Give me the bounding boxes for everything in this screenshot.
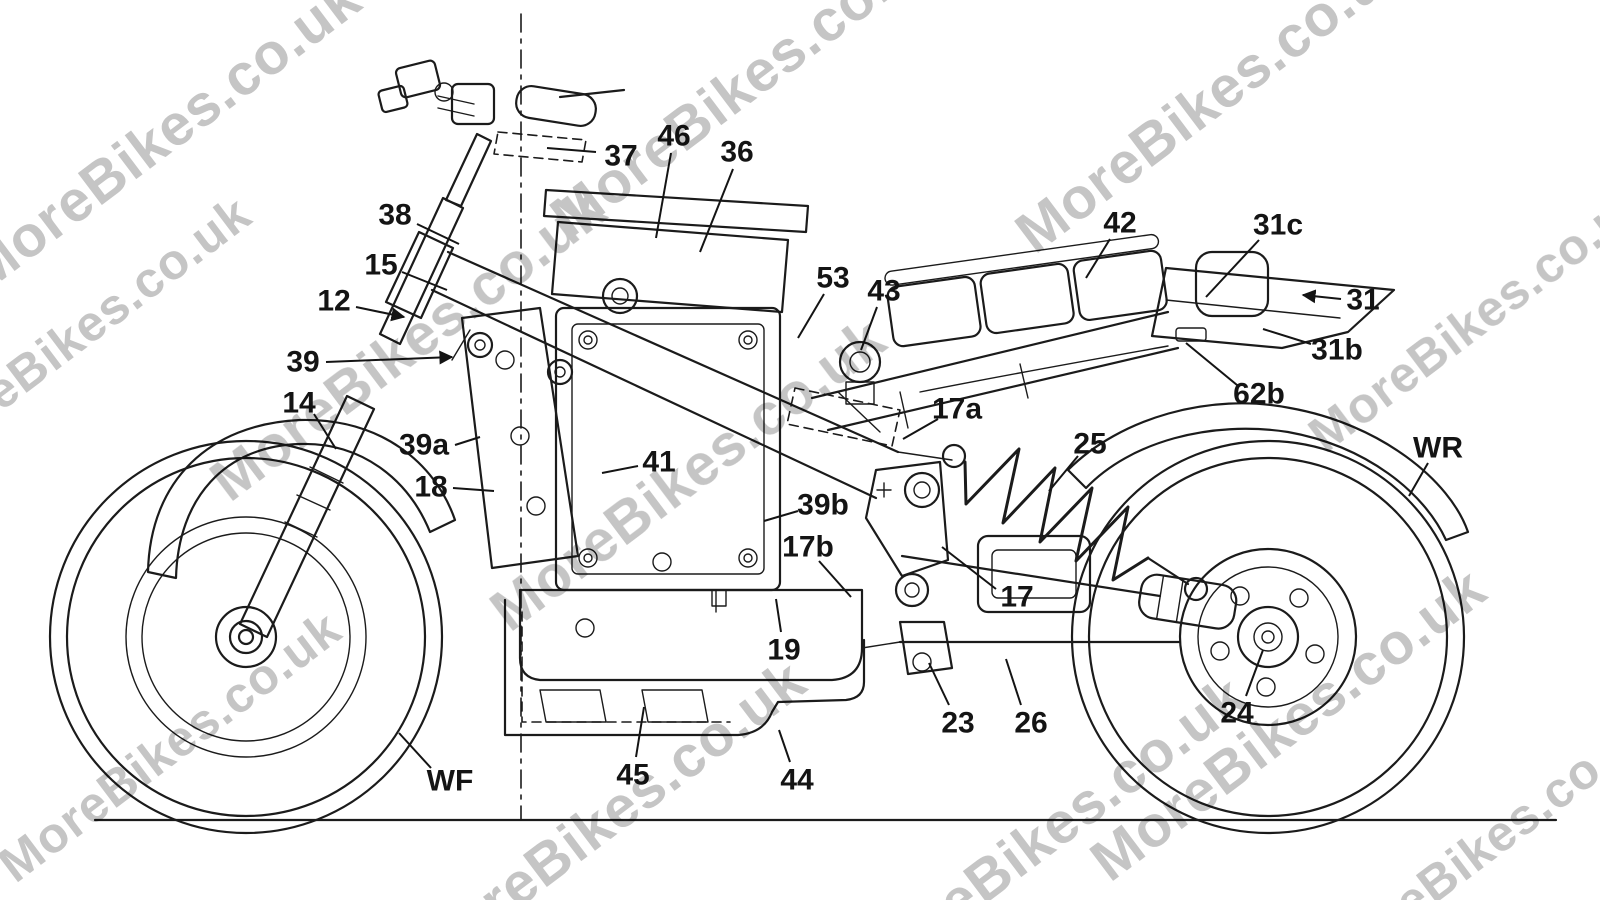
leader-line bbox=[546, 147, 597, 153]
rear-wheel bbox=[1070, 439, 1466, 835]
leader-line bbox=[818, 560, 852, 598]
leader-line bbox=[775, 598, 782, 633]
ref-label: 36 bbox=[720, 136, 753, 169]
ref-label: 17 bbox=[1000, 581, 1033, 614]
leader-line bbox=[454, 436, 481, 446]
front-wheel bbox=[48, 439, 444, 835]
watermark-text: MoreBikes.co.uk bbox=[1308, 695, 1600, 900]
ref-label: 19 bbox=[767, 634, 800, 667]
leader-line bbox=[941, 546, 997, 590]
ref-label: 46 bbox=[657, 120, 690, 153]
ref-label: 37 bbox=[604, 140, 637, 173]
ref-label: 53 bbox=[816, 262, 849, 295]
leader-line bbox=[1245, 649, 1264, 697]
battery-pack bbox=[884, 233, 1270, 348]
watermark-text: MoreBikes.co.uk bbox=[479, 305, 898, 643]
hidden-mount-outline bbox=[786, 387, 901, 447]
leader-line bbox=[778, 729, 791, 763]
leader-line bbox=[416, 223, 460, 245]
ref-label: 39b bbox=[797, 489, 849, 522]
ref-label: 25 bbox=[1073, 428, 1106, 461]
ref-label: 41 bbox=[642, 446, 675, 479]
leader-line bbox=[797, 293, 825, 339]
leader-line bbox=[325, 350, 454, 365]
ref-label: 44 bbox=[780, 764, 814, 797]
handlebar bbox=[377, 59, 626, 163]
rear-fender bbox=[1066, 402, 1470, 542]
leader-line bbox=[355, 306, 406, 322]
ref-label: 18 bbox=[414, 471, 447, 504]
leader-line bbox=[655, 152, 672, 239]
watermark-text: MoreBikes.co.uk bbox=[0, 600, 351, 893]
leader-line bbox=[860, 306, 878, 351]
front-fender bbox=[146, 418, 457, 580]
watermark-text: MoreBikes.co.uk bbox=[1004, 0, 1423, 266]
reservoir bbox=[838, 340, 882, 405]
leader-line bbox=[928, 662, 950, 706]
hidden-clamp-outline bbox=[493, 131, 587, 163]
leader-line bbox=[398, 732, 432, 769]
ref-label: 31c bbox=[1253, 209, 1303, 242]
ref-label: 39 bbox=[286, 346, 319, 379]
ref-label: 43 bbox=[867, 275, 900, 308]
ref-label: 24 bbox=[1220, 697, 1254, 730]
rear-subframe bbox=[786, 310, 1180, 447]
undertray bbox=[503, 598, 866, 737]
leader-line bbox=[601, 465, 639, 474]
ref-label: 14 bbox=[282, 387, 316, 420]
leader-line bbox=[699, 168, 734, 253]
ref-label: 17b bbox=[782, 531, 834, 564]
ref-label: WR bbox=[1413, 432, 1463, 465]
ref-label: 45 bbox=[616, 759, 649, 792]
ref-label: 26 bbox=[1014, 707, 1047, 740]
lower-bracket bbox=[898, 620, 954, 676]
watermark-text: MoreBikes.co.uk bbox=[1298, 170, 1600, 463]
ref-label: 39a bbox=[399, 429, 449, 462]
leader-line bbox=[1005, 658, 1022, 706]
leader-line bbox=[452, 487, 495, 492]
front-fork bbox=[238, 132, 493, 639]
swingarm bbox=[894, 534, 1238, 676]
ref-label: 31b bbox=[1311, 334, 1363, 367]
main-frame bbox=[430, 250, 953, 578]
leader-line bbox=[1301, 289, 1342, 304]
leader-line bbox=[1262, 328, 1312, 345]
rear-shock bbox=[941, 443, 1209, 602]
leader-line bbox=[1085, 238, 1111, 279]
line-art bbox=[48, 13, 1558, 835]
ref-label: 38 bbox=[378, 199, 411, 232]
ref-label: 12 bbox=[317, 285, 350, 318]
front-subframe-plate bbox=[451, 306, 580, 570]
labels-layer: 37 46 36 38 15 12 39 14 39a 18 41 53 43 42 31c 31 31b 62b… bbox=[282, 120, 1463, 798]
leader-line bbox=[401, 271, 448, 291]
ref-label: 42 bbox=[1103, 207, 1136, 240]
leader-line bbox=[313, 413, 337, 450]
ref-label: 17a bbox=[932, 393, 982, 426]
leader-line bbox=[1408, 462, 1429, 497]
ref-label: 62b bbox=[1233, 378, 1285, 411]
steering-head bbox=[384, 230, 455, 320]
rear-hub bbox=[1178, 547, 1358, 727]
leader-line bbox=[1205, 239, 1260, 298]
leader-line bbox=[763, 510, 799, 522]
leader-line bbox=[1185, 342, 1238, 386]
ref-label: 15 bbox=[364, 249, 397, 282]
leader-line bbox=[1048, 455, 1079, 492]
ref-label: 31 bbox=[1346, 284, 1379, 317]
leader-line bbox=[902, 418, 939, 440]
tail-cowl bbox=[1150, 266, 1396, 350]
ref-label: WF bbox=[427, 765, 474, 798]
ref-label: 23 bbox=[941, 707, 974, 740]
tail-latch bbox=[1175, 327, 1207, 342]
lower-cover bbox=[518, 588, 901, 682]
leader-line bbox=[635, 706, 645, 758]
